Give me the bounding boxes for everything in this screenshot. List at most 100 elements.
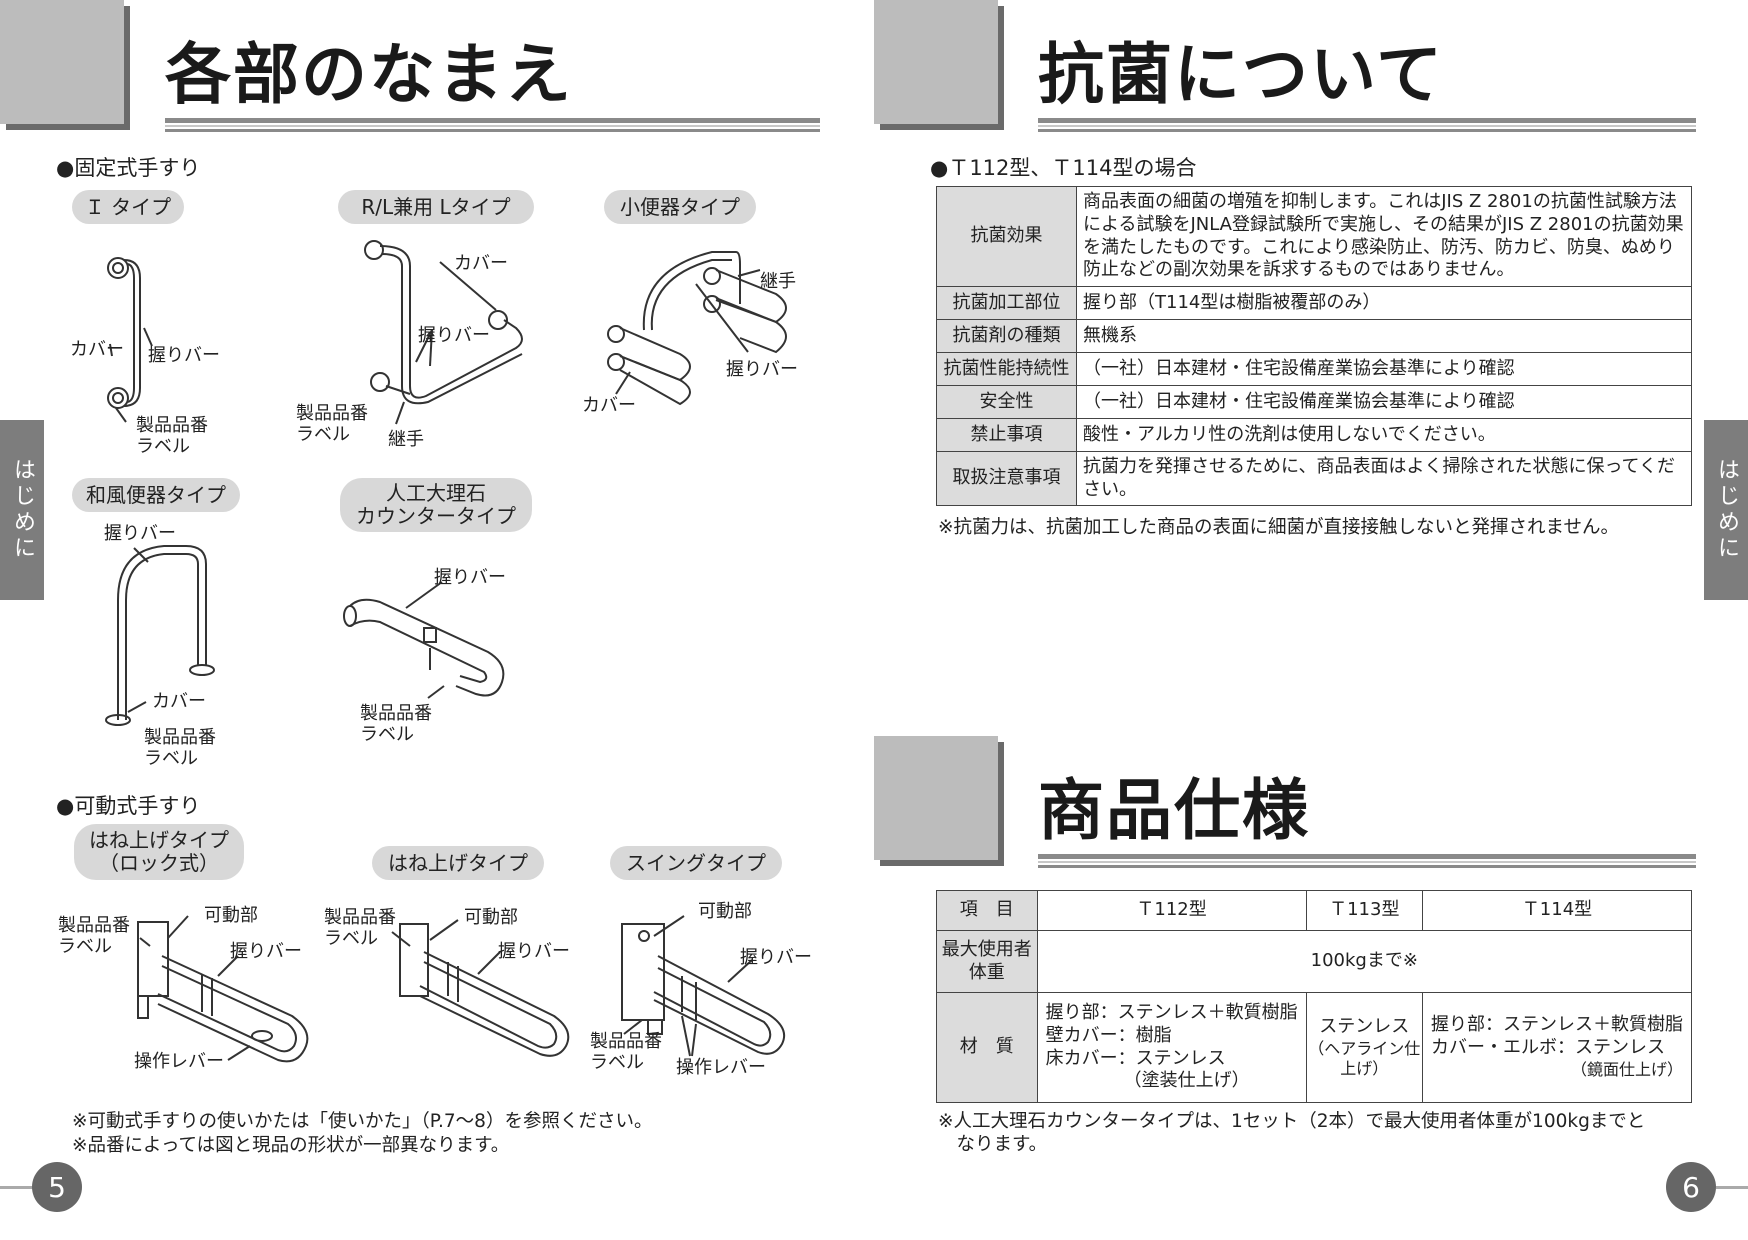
row-value: 抗菌力を発揮させるために、商品表面はよく掃除された状態に保ってください。 xyxy=(1076,451,1692,506)
label-product-hane: 製品品番 ラベル xyxy=(324,907,396,949)
urinal-type-diagram xyxy=(607,251,787,406)
row-header: 禁止事項 xyxy=(936,418,1077,452)
type-pill-rl: R/L兼用 Lタイプ xyxy=(338,190,534,224)
spec-t113-material: ステンレス （ヘアライン仕上げ） xyxy=(1305,992,1424,1103)
label-product-lock: 製品品番 ラベル xyxy=(58,915,130,957)
label-product-i: 製品品番 ラベル xyxy=(136,415,208,457)
row-header: 取扱注意事項 xyxy=(936,451,1077,506)
row-header: 抗菌効果 xyxy=(936,186,1077,287)
label-product-counter: 製品品番 ラベル xyxy=(360,703,432,745)
antibacterial-note: ※抗菌力は、抗菌加工した商品の表面に細菌が直接接触しないと発揮されません。 xyxy=(938,517,1619,538)
section-marker-antibacterial xyxy=(874,0,998,124)
label-joint-urinal: 継手 xyxy=(760,271,796,292)
table-row: 材 質 握り部：ステンレス＋軟質樹脂 壁カバー：樹脂 床カバー：ステンレス （塗… xyxy=(936,992,1692,1103)
spec-t112-material: 握り部：ステンレス＋軟質樹脂 壁カバー：樹脂 床カバー：ステンレス （塗装仕上げ… xyxy=(1036,992,1307,1103)
label-product-swing: 製品品番 ラベル xyxy=(590,1031,662,1073)
label-movable-swing: 可動部 xyxy=(698,901,752,922)
row-value: 握り部（T114型は樹脂被覆部のみ） xyxy=(1076,286,1692,320)
row-value: （一社）日本建材・住宅設備産業協会基準により確認 xyxy=(1076,352,1692,386)
movable-handrail-heading: ●可動式手すり xyxy=(56,794,201,818)
page-number-left: 5 xyxy=(32,1162,82,1212)
label-lever-lock: 操作レバー xyxy=(134,1051,224,1072)
washiki-type-diagram xyxy=(105,545,215,726)
spec-table: 項 目 Ｔ112型 Ｔ113型 Ｔ114型 最大使用者 体重 100kgまで※ … xyxy=(936,890,1693,1103)
label-cover-washiki: カバー xyxy=(152,691,206,712)
spec-weight-label: 最大使用者 体重 xyxy=(936,930,1038,993)
label-grip-bar-hane: 握りバー xyxy=(498,941,570,962)
t113-finish-text: （ヘアライン仕上げ） xyxy=(1308,1038,1421,1078)
counter-type-diagram xyxy=(343,581,505,699)
t113-material-text: ステンレス xyxy=(1319,1015,1410,1037)
row-header: 抗菌加工部位 xyxy=(936,286,1077,320)
label-product-washiki: 製品品番 ラベル xyxy=(144,727,216,769)
i-type-diagram xyxy=(107,257,153,423)
spec-header-t114: Ｔ114型 xyxy=(1422,890,1692,931)
spec-weight-value: 100kgまで※ xyxy=(1036,930,1693,993)
table-row: 項 目 Ｔ112型 Ｔ113型 Ｔ114型 xyxy=(936,890,1692,931)
spec-header-t113: Ｔ113型 xyxy=(1305,890,1424,931)
label-product-rl: 製品品番 ラベル xyxy=(296,403,368,445)
page-number-right: 6 xyxy=(1666,1162,1716,1212)
t114-finish-text: （鏡面仕上げ） xyxy=(1570,1060,1683,1080)
table-row: 抗菌性能持続性 （一社）日本建材・住宅設備産業協会基準により確認 xyxy=(936,352,1692,386)
row-value: （一社）日本建材・住宅設備産業協会基準により確認 xyxy=(1076,385,1692,419)
page-title-names: 各部のなまえ xyxy=(165,36,573,113)
page-line-left xyxy=(0,1186,34,1189)
label-grip-bar-rl: 握りバー xyxy=(418,325,490,346)
label-movable-hane: 可動部 xyxy=(464,907,518,928)
lock-type-diagram xyxy=(137,915,309,1063)
t112-material-text: 握り部：ステンレス＋軟質樹脂 壁カバー：樹脂 床カバー：ステンレス xyxy=(1045,1001,1298,1069)
title-rule-left xyxy=(165,118,820,132)
page-line-right xyxy=(1716,1186,1748,1189)
type-pill-i: Ｉ タイプ xyxy=(72,190,184,224)
page-title-antibacterial: 抗菌について xyxy=(1038,36,1445,113)
movable-note-1: ※可動式手すりの使いかたは「使いかた」（P.7～8）を参照ください。 xyxy=(72,1111,653,1132)
table-row: 安全性 （一社）日本建材・住宅設備産業協会基準により確認 xyxy=(936,385,1692,419)
label-grip-bar-washiki: 握りバー xyxy=(104,523,176,544)
spec-t114-material: 握り部：ステンレス＋軟質樹脂 カバー・エルボ：ステンレス （鏡面仕上げ） xyxy=(1422,992,1692,1103)
label-cover-i: カバー xyxy=(70,339,124,360)
fixed-handrail-heading: ●固定式手すり xyxy=(56,156,201,180)
hane-type-diagram xyxy=(391,919,570,1057)
spec-header-item: 項 目 xyxy=(936,890,1038,931)
antibacterial-heading: ●Ｔ112型、Ｔ114型の場合 xyxy=(930,156,1197,180)
spec-material-label: 材 質 xyxy=(936,992,1038,1103)
label-lever-swing: 操作レバー xyxy=(676,1057,766,1078)
spec-header-t112: Ｔ112型 xyxy=(1036,890,1307,931)
side-tab-right: はじめに xyxy=(1704,420,1748,600)
row-header: 抗菌剤の種類 xyxy=(936,319,1077,353)
label-movable-lock: 可動部 xyxy=(204,905,258,926)
type-pill-washiki: 和風便器タイプ xyxy=(72,478,240,512)
t114-material-text: 握り部：ステンレス＋軟質樹脂 カバー・エルボ：ステンレス xyxy=(1431,1014,1683,1059)
section-marker-left xyxy=(0,0,124,124)
label-grip-bar-i: 握りバー xyxy=(148,345,220,366)
type-pill-urinal: 小便器タイプ xyxy=(604,190,756,224)
row-value: 商品表面の細菌の増殖を抑制します。これはJIS Z 2801の抗菌性試験方法によ… xyxy=(1076,186,1692,287)
table-row: 最大使用者 体重 100kgまで※ xyxy=(936,930,1693,993)
row-value: 無機系 xyxy=(1076,319,1692,353)
title-rule-spec xyxy=(1038,854,1696,868)
label-grip-bar-swing: 握りバー xyxy=(740,947,812,968)
section-marker-spec xyxy=(874,736,998,860)
type-pill-lock: はね上げタイプ （ロック式） xyxy=(74,824,244,880)
movable-note-2: ※品番によっては図と現品の形状が一部異なります。 xyxy=(72,1135,510,1156)
spec-note: ※人工大理石カウンタータイプは、1セット（2本）で最大使用者体重が100kgまで… xyxy=(938,1111,1646,1156)
table-row: 抗菌剤の種類 無機系 xyxy=(936,319,1692,353)
label-cover-rl: カバー xyxy=(454,253,508,274)
label-grip-bar-lock: 握りバー xyxy=(230,941,302,962)
label-grip-bar-counter: 握りバー xyxy=(434,567,506,588)
t112-finish-text: （塗装仕上げ） xyxy=(1123,1070,1250,1092)
row-header: 安全性 xyxy=(936,385,1077,419)
title-rule-antibacterial xyxy=(1038,118,1696,132)
type-pill-counter: 人工大理石 カウンタータイプ xyxy=(340,478,532,532)
antibacterial-table: 抗菌効果 商品表面の細菌の増殖を抑制します。これはJIS Z 2801の抗菌性試… xyxy=(936,186,1692,506)
label-cover-urinal: カバー xyxy=(582,395,636,416)
type-pill-swing: スイングタイプ xyxy=(610,846,782,880)
row-value: 酸性・アルカリ性の洗剤は使用しないでください。 xyxy=(1076,418,1692,452)
page-title-spec: 商品仕様 xyxy=(1038,772,1310,849)
rl-type-diagram xyxy=(364,240,523,425)
table-row: 禁止事項 酸性・アルカリ性の洗剤は使用しないでください。 xyxy=(936,418,1692,452)
label-joint-rl: 継手 xyxy=(388,429,424,450)
swing-type-diagram xyxy=(621,915,786,1057)
label-grip-bar-urinal: 握りバー xyxy=(726,359,798,380)
